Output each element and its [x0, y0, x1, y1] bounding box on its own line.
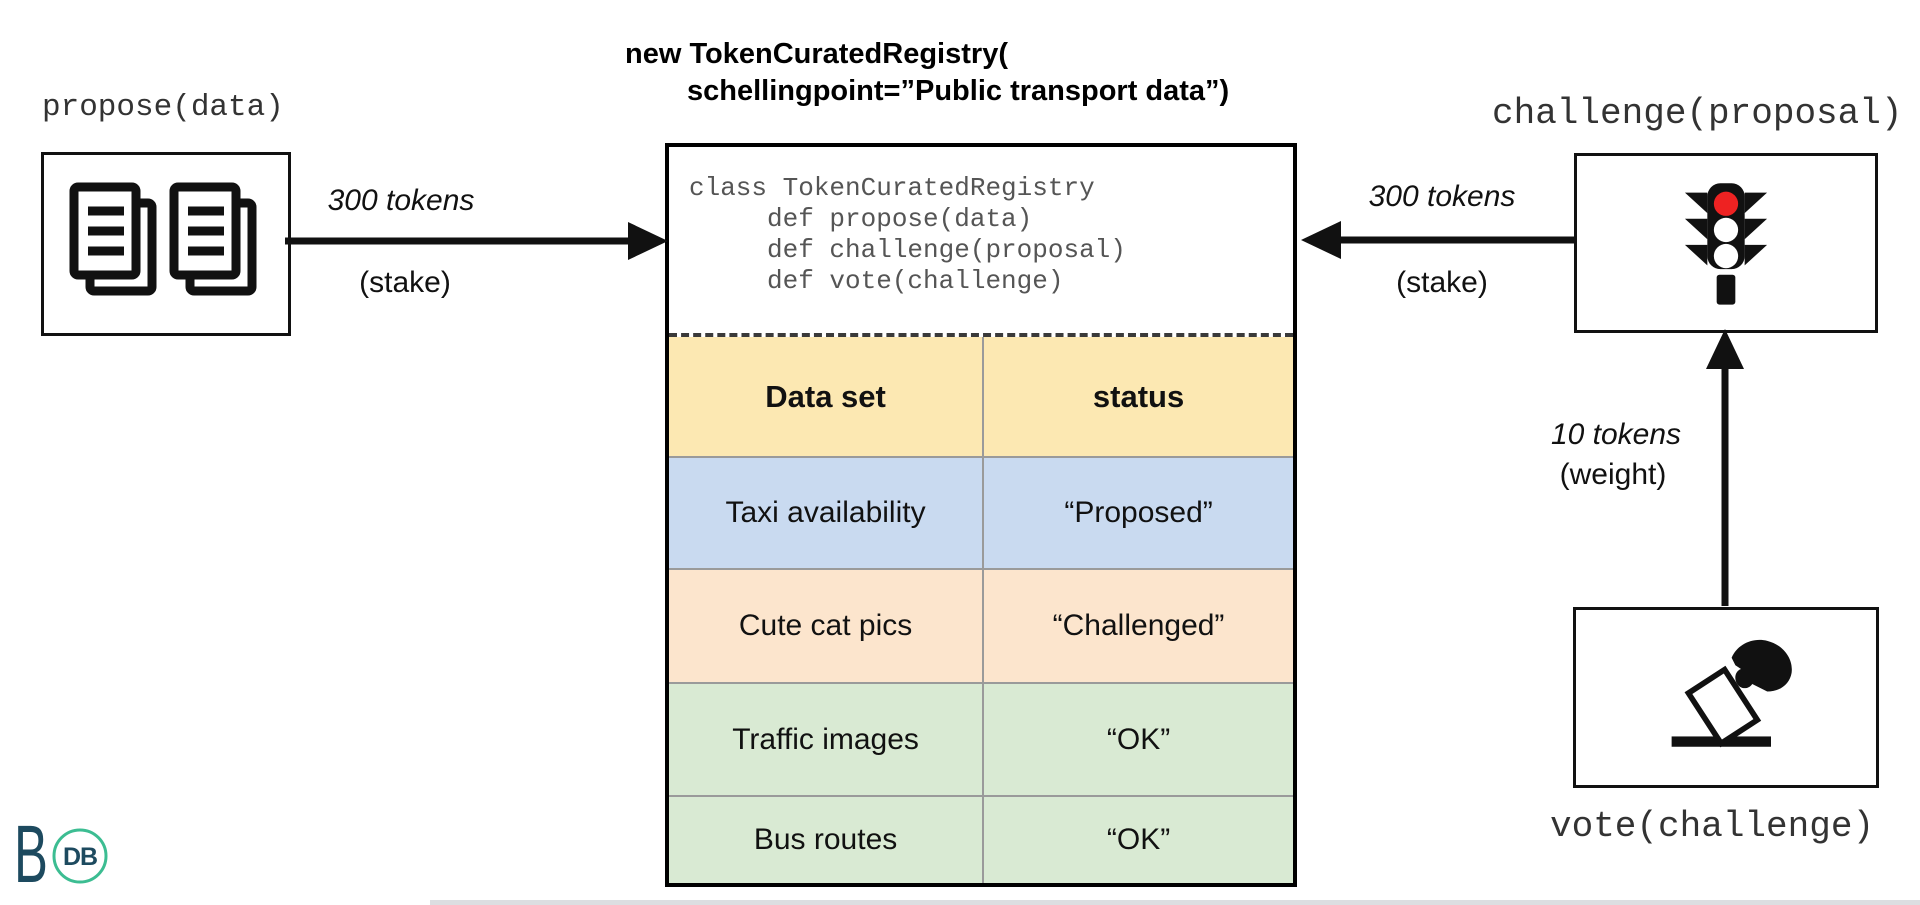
registry-table: Data set status Taxi availability “Propo…: [669, 333, 1293, 883]
challenge-label: challenge(proposal): [1492, 93, 1903, 134]
code-line-vote: def vote(challenge): [689, 266, 1064, 296]
propose-stake-note: (stake): [359, 266, 451, 299]
vote-box: [1573, 607, 1879, 788]
vote-weight-note: (weight): [1559, 458, 1667, 491]
title-line1: new TokenCuratedRegistry(: [625, 38, 1008, 70]
dataset-cell: Bus routes: [669, 797, 985, 883]
arrow-propose-to-registry: [285, 222, 668, 260]
ballot-hand-icon: [1671, 639, 1792, 747]
code-line-class: class TokenCuratedRegistry: [689, 173, 1095, 203]
vote-weight-amount: 10 tokens: [1550, 418, 1682, 451]
challenge-stake-amount: 300 tokens: [1368, 180, 1516, 213]
propose-box: [41, 152, 291, 336]
red-light: [1713, 191, 1739, 216]
propose-stake-amount: 300 tokens: [327, 184, 475, 217]
table-row: Traffic images “OK”: [669, 682, 1293, 796]
dataset-cell: Traffic images: [669, 684, 985, 796]
arrow-challenge-to-registry: [1301, 221, 1574, 259]
column-header-status: status: [1092, 378, 1185, 414]
status-cell: “OK”: [1106, 823, 1171, 857]
code-line-challenge: def challenge(proposal): [689, 235, 1126, 265]
status-cell: “Proposed”: [1064, 496, 1213, 530]
diagram-title: new TokenCuratedRegistry( schellingpoint…: [625, 36, 1229, 110]
table-row: Taxi availability “Proposed”: [669, 456, 1293, 569]
bigchaindb-logo: B DB: [14, 809, 134, 900]
vote-label: vote(challenge): [1550, 806, 1875, 847]
logo-badge-db: DB: [63, 843, 97, 871]
status-cell: “OK”: [1106, 722, 1171, 756]
column-header-dataset: Data set: [669, 337, 985, 457]
table-row: Cute cat pics “Challenged”: [669, 568, 1293, 683]
challenge-stake-note: (stake): [1396, 266, 1488, 299]
title-line2: schellingpoint=”Public transport data”): [687, 75, 1230, 107]
code-line-propose: def propose(data): [689, 204, 1033, 234]
logo-circle: [52, 828, 108, 884]
traffic-light-icon: [1684, 183, 1768, 305]
challenge-box: [1574, 153, 1878, 333]
registry-box: class TokenCuratedRegistry def propose(d…: [665, 143, 1297, 887]
dataset-cell: Taxi availability: [669, 458, 985, 569]
dataset-cell: Cute cat pics: [669, 570, 985, 683]
slide-bottom-edge: [430, 900, 1920, 905]
table-row: Bus routes “OK”: [669, 795, 1293, 883]
logo-letter-b: B: [14, 816, 48, 894]
propose-label: propose(data): [42, 90, 284, 125]
bigchaindb-logo-mark: B DB: [14, 809, 108, 900]
documents-icon: [69, 182, 257, 296]
registry-code: class TokenCuratedRegistry def propose(d…: [689, 173, 1126, 297]
table-header-row: Data set status: [669, 337, 1293, 457]
status-cell: “Challenged”: [1052, 609, 1225, 643]
